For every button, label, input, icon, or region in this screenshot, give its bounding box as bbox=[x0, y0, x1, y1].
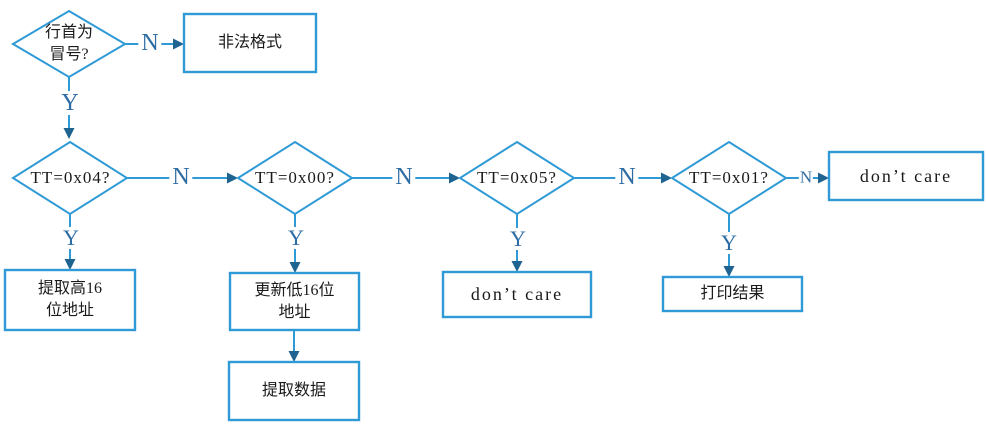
decision-colon-shape bbox=[11, 9, 127, 79]
process-dont-care-2-shape bbox=[827, 150, 985, 202]
arrowhead-colon-yes bbox=[63, 128, 75, 139]
process-dont-care-1-shape bbox=[441, 270, 593, 319]
arrowhead-tt01-yes bbox=[723, 266, 735, 277]
arrowhead-tt00-yes bbox=[289, 262, 301, 273]
process-print-result-shape bbox=[661, 275, 804, 313]
process-extract-high16-shape bbox=[3, 268, 137, 332]
decision-tt01-shape bbox=[670, 140, 788, 216]
decision-tt04-shape bbox=[11, 140, 129, 216]
arrowhead-low16-to-data bbox=[288, 351, 300, 362]
process-extract-data-shape bbox=[227, 360, 361, 422]
process-illegal-format-shape bbox=[182, 12, 318, 74]
arrowhead-colon-no bbox=[173, 38, 184, 50]
arrowhead-tt04-no bbox=[227, 172, 238, 184]
arrowhead-tt00-no bbox=[449, 172, 460, 184]
decision-tt05-shape bbox=[458, 140, 576, 216]
decision-tt00-shape bbox=[236, 140, 354, 216]
arrowhead-tt05-yes bbox=[511, 261, 523, 272]
process-update-low16-shape bbox=[228, 271, 361, 332]
arrowhead-tt05-no bbox=[661, 172, 672, 184]
arrowhead-tt01-no bbox=[818, 172, 829, 184]
arrowhead-tt04-yes bbox=[64, 259, 76, 270]
